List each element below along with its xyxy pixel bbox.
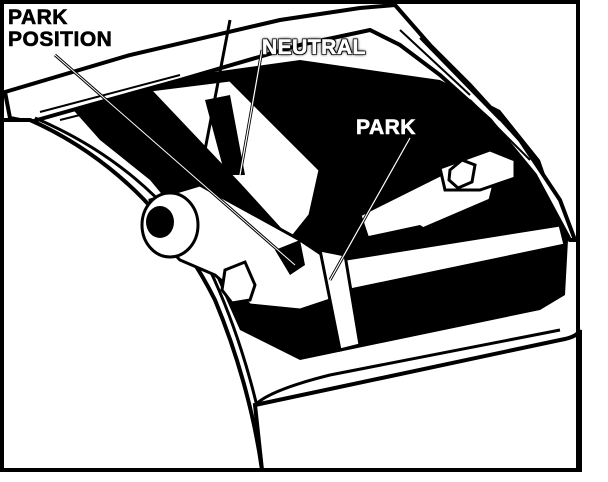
park-position-label: PARK POSITION (6, 6, 116, 51)
bracket-nut (447, 158, 477, 190)
neutral-label: NEUTRAL (262, 36, 366, 59)
lever-shadow (205, 95, 245, 175)
park-position-label-line1: PARK (8, 6, 68, 29)
leader-highlight (239, 49, 411, 281)
figure-border (0, 0, 580, 472)
park-label: PARK (356, 116, 416, 139)
frame-slot (318, 248, 362, 352)
leader-park-position-outline (54, 54, 296, 266)
pivot-barrel-end (146, 206, 174, 238)
pawl-nut (220, 260, 257, 305)
inner-band (253, 328, 561, 407)
housing-interior (60, 60, 568, 360)
park-position-label-line2: POSITION (8, 28, 113, 51)
drum-body (0, 118, 265, 472)
pawl-tip (275, 240, 305, 275)
leader-neutral-2 (203, 19, 232, 151)
housing-rim (2, 2, 578, 242)
